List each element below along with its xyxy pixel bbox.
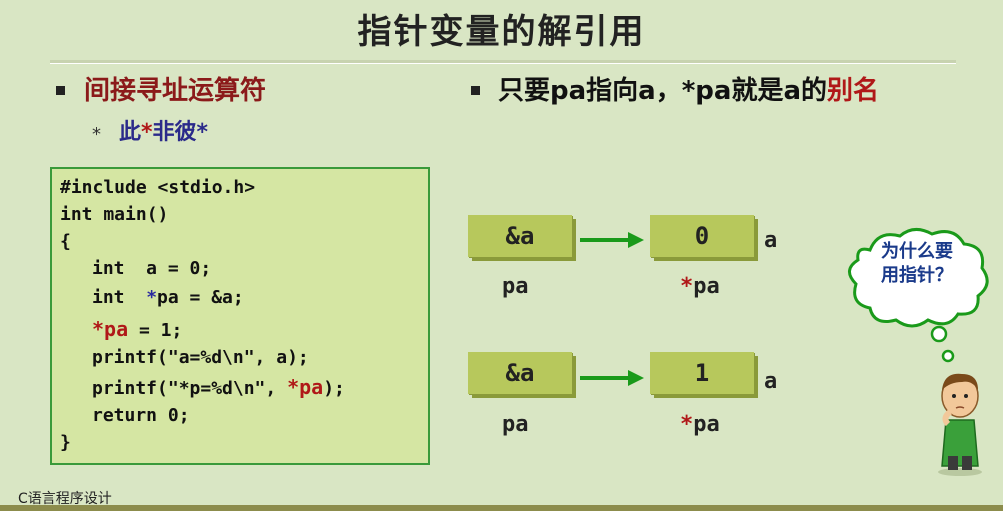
code-line: return 0; — [92, 405, 190, 426]
var-label-a: a — [764, 369, 778, 394]
footer-bar — [0, 505, 1003, 511]
code-line: { — [60, 231, 71, 252]
code-line: #include <stdio.h> — [60, 177, 256, 198]
deref-label: *pa — [680, 274, 720, 299]
code-line: printf("*p=%d\n", *pa); — [92, 375, 345, 399]
code-line: int main() — [60, 204, 169, 225]
code-line: int a = 0; — [92, 258, 212, 279]
code-line: int *pa = &a; — [92, 287, 244, 308]
title-divider — [50, 60, 956, 64]
bullet-square-icon — [471, 86, 480, 95]
bullet-square-icon — [56, 86, 65, 95]
code-line: } — [60, 432, 71, 453]
variable-box-a: 1 — [650, 352, 754, 394]
code-line: printf("a=%d\n", a); — [92, 347, 309, 368]
code-block: #include <stdio.h> int main() { int a = … — [50, 167, 430, 465]
thought-bubble-icon — [848, 228, 989, 363]
thought-bubble-text: 为什么要 用指针？ — [881, 241, 953, 286]
sub-bullet-star-icon: * — [92, 124, 101, 145]
variable-box-a: 0 — [650, 215, 754, 257]
sub-bullet-text: 此*非彼* — [119, 120, 209, 145]
pointer-box-pa: &a — [468, 352, 572, 394]
footer-course-name: C语言程序设计 — [18, 491, 112, 507]
code-line: *pa = 1; — [92, 317, 183, 341]
left-bullet-text: 间接寻址运算符 — [84, 76, 267, 106]
pa-label: pa — [502, 412, 529, 437]
pa-label: pa — [502, 274, 529, 299]
var-label-a: a — [764, 228, 778, 253]
pointer-box-pa: &a — [468, 215, 572, 257]
right-bullet-text: 只要pa指向a，*pa就是a的别名 — [498, 76, 880, 106]
arrow-icon — [580, 232, 644, 248]
thinking-person-icon — [938, 373, 982, 476]
deref-label: *pa — [680, 412, 720, 437]
slide-title: 指针变量的解引用 — [357, 12, 646, 52]
arrow-icon — [580, 370, 644, 386]
